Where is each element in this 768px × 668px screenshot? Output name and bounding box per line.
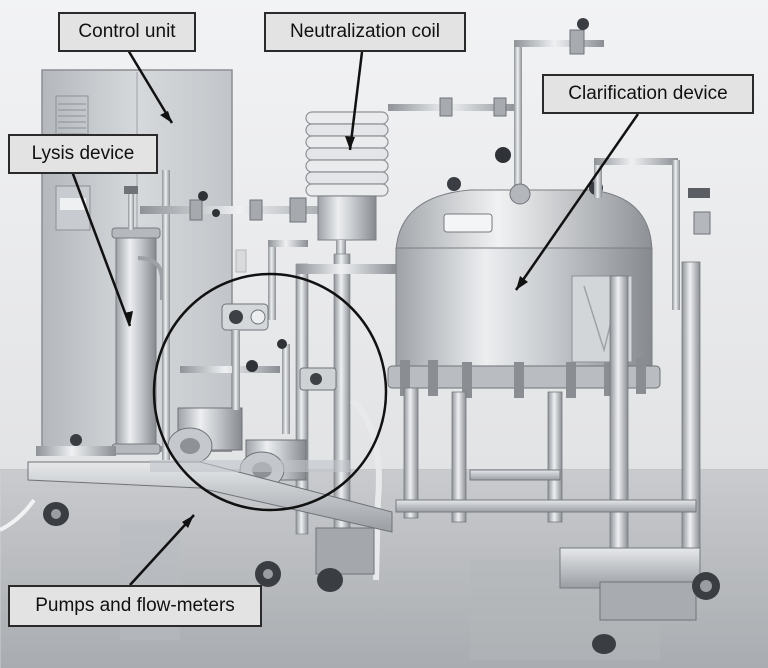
label-lysis-device: Lysis device	[8, 134, 158, 174]
label-control-unit: Control unit	[58, 12, 196, 52]
label-clarification-device: Clarification device	[542, 74, 754, 114]
label-pumps-and-flow-meters: Pumps and flow-meters	[8, 585, 262, 627]
label-neutralization-coil: Neutralization coil	[264, 12, 466, 52]
